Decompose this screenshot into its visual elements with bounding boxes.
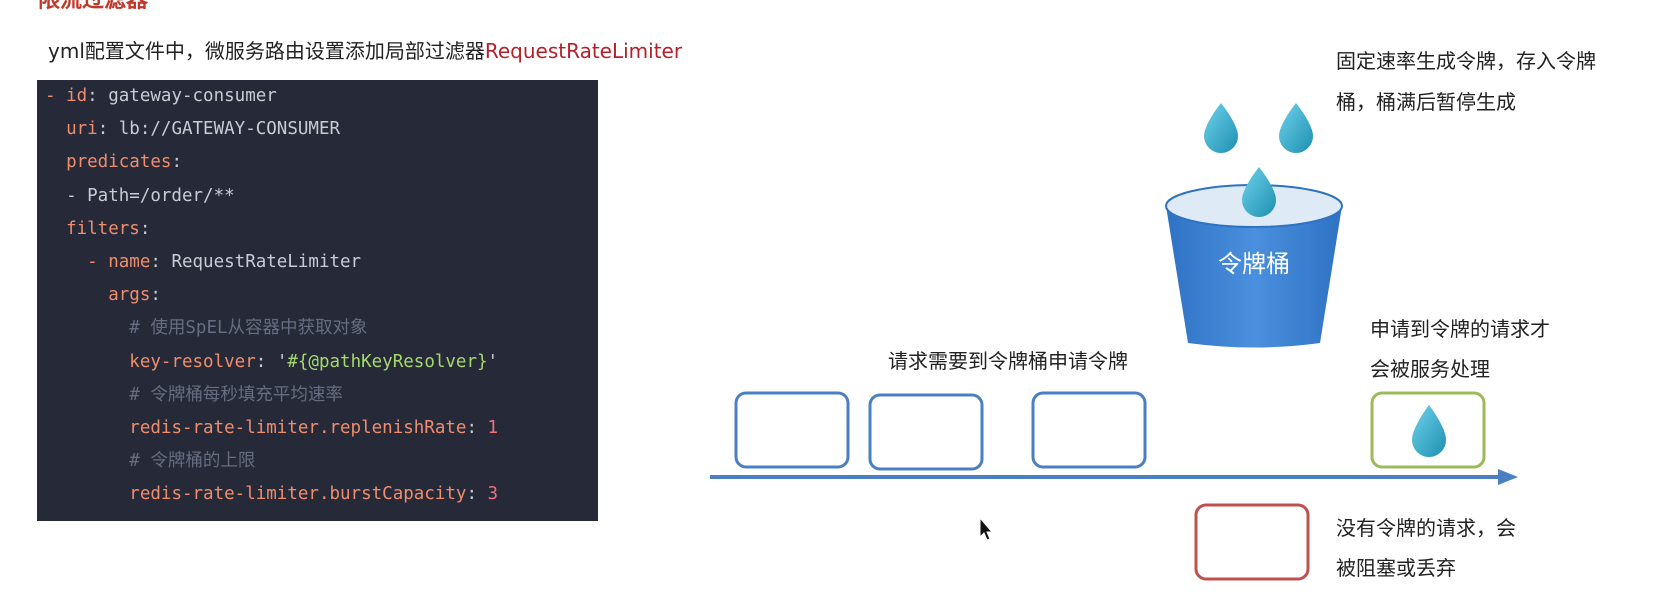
code-token: : lb://GATEWAY-CONSUMER [97, 119, 341, 140]
blocked-note: 没有令牌的请求，会 被阻塞或丢弃 [1336, 511, 1516, 585]
code-line: filters: [45, 213, 150, 246]
pending-request-box [1031, 391, 1147, 469]
code-token: : [139, 218, 151, 239]
page-title: 限流过滤器 [38, 0, 149, 13]
code-line: # 令牌桶每秒填充平均速率 [45, 379, 343, 412]
granted-note-line: 申请到令牌的请求才 [1370, 317, 1550, 341]
pending-request-box [734, 391, 850, 469]
code-token: # 使用SpEL从容器中获取对象 [129, 318, 368, 339]
code-token: : RequestRateLimiter [150, 252, 362, 272]
code-token: # 令牌桶每秒填充平均速率 [129, 384, 343, 405]
code-token: - name [87, 252, 151, 272]
granted-note: 申请到令牌的请求才 会被服务处理 [1370, 312, 1550, 386]
code-token: 3 [487, 484, 499, 505]
code-line: predicates: [45, 146, 182, 179]
intro-filter-name: RequestRateLimiter [484, 39, 683, 63]
code-token: redis-rate-limiter.burstCapacity [129, 484, 467, 505]
fill-note: 固定速率生成令牌，存入令牌 桶，桶满后暂停生成 [1336, 44, 1596, 119]
code-line: key-resolver: '#{@pathKeyResolver}' [45, 346, 498, 379]
intro-text: yml配置文件中，微服务路由设置添加局部过滤器RequestRateLimite… [48, 35, 682, 64]
code-token: uri [66, 119, 98, 140]
pending-request-box [868, 393, 984, 471]
token-bucket-body [1166, 206, 1342, 348]
code-token: 1 [487, 418, 499, 438]
code-token: : gateway-consumer [87, 86, 277, 106]
code-line: # 使用SpEL从容器中获取对象 [45, 312, 368, 345]
code-token: args [108, 285, 151, 306]
water-drop-icon [1204, 103, 1238, 153]
code-line: args: [45, 279, 161, 312]
code-token: key-resolver [129, 351, 256, 372]
blocked-note-line: 没有令牌的请求，会 [1336, 516, 1516, 540]
code-token: id [66, 86, 88, 106]
fill-note-line: 桶，桶满后暂停生成 [1336, 90, 1516, 114]
water-drop-icon [1279, 103, 1313, 153]
code-line: uri: lb://GATEWAY-CONSUMER [45, 113, 340, 146]
token-bucket-label: 令牌桶 [1218, 250, 1290, 278]
code-line: - id: gateway-consumer [45, 80, 277, 113]
code-line: - name: RequestRateLimiter [45, 246, 361, 279]
code-line: redis-rate-limiter.replenishRate: 1 [45, 412, 498, 445]
blocked-request-box [1194, 503, 1310, 581]
yaml-code-block: - id: gateway-consumer uri: lb://GATEWAY… [37, 80, 598, 521]
code-token: #{@pathKeyResolver} [287, 351, 488, 372]
code-line: # 令牌桶的上限 [45, 445, 255, 478]
code-token: ' [487, 351, 499, 372]
water-drop-icon [1412, 405, 1446, 457]
intro-description: yml配置文件中，微服务路由设置添加局部过滤器 [48, 39, 485, 63]
code-token: filters [66, 218, 140, 239]
code-token: - [45, 86, 67, 106]
code-token: : [255, 351, 277, 372]
blocked-note-line: 被阻塞或丢弃 [1336, 556, 1456, 580]
request-flow-arrowhead [1498, 469, 1518, 485]
fill-note-line: 固定速率生成令牌，存入令牌 [1336, 49, 1596, 73]
cursor-icon [979, 516, 994, 541]
code-line: redis-rate-limiter.burstCapacity: 3 [45, 478, 498, 511]
code-token: : [171, 152, 182, 173]
code-token: - Path=/order/** [66, 185, 235, 206]
code-token: : [466, 418, 488, 438]
code-line: - Path=/order/** [45, 180, 235, 213]
granted-note-line: 会被服务处理 [1370, 357, 1490, 381]
code-token: predicates [66, 152, 172, 173]
request-note: 请求需要到令牌桶申请令牌 [888, 349, 1128, 373]
code-token: ' [276, 351, 288, 372]
code-token: : [466, 484, 488, 505]
water-drop-icon [1242, 167, 1276, 217]
code-token: redis-rate-limiter.replenishRate [129, 418, 467, 438]
code-token: : [150, 285, 161, 306]
code-token: # 令牌桶的上限 [129, 451, 256, 472]
